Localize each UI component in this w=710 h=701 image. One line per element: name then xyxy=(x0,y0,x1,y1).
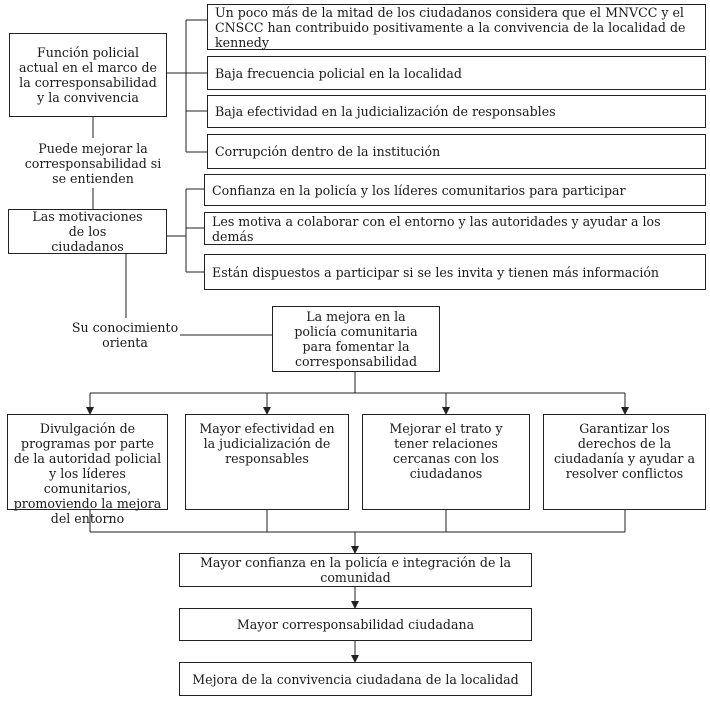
finding-box: Baja efectividad en la judicialización d… xyxy=(207,95,706,128)
motivations-box-text: Las motivaciones de los ciudadanos xyxy=(32,209,143,254)
motivation-text: Les motiva a colaborar con el entorno y … xyxy=(212,213,661,244)
central-box: La mejora en la policía comunitaria para… xyxy=(272,306,440,372)
motivations-box: Las motivaciones de los ciudadanos xyxy=(8,209,167,254)
outcome-convivencia-box: Mejora de la convivencia ciudadana de la… xyxy=(179,662,532,696)
finding-box: Corrupción dentro de la institución xyxy=(207,134,706,169)
function-box-text: Función policial actual en el marco de l… xyxy=(19,45,157,105)
proposal-text: Mayor efectividad en la judicialización … xyxy=(199,421,335,466)
proposal-text: Garantizar los derechos de la ciudadanía… xyxy=(554,421,695,481)
motivation-box: Están dispuestos a participar si se les … xyxy=(204,254,706,290)
proposal-text: Mejorar el trato y tener relaciones cerc… xyxy=(389,421,503,481)
proposal-text: Divulgación de programas por parte de la… xyxy=(13,421,162,526)
function-box: Función policial actual en el marco de l… xyxy=(9,33,167,117)
central-box-text: La mejora en la policía comunitaria para… xyxy=(294,309,418,369)
outcome-confianza-box: Mayor confianza en la policía e integrac… xyxy=(179,553,532,587)
motivation-text: Confianza en la policía y los líderes co… xyxy=(212,182,626,198)
outcome-text: Mejora de la convivencia ciudadana de la… xyxy=(192,671,519,687)
motivation-box: Les motiva a colaborar con el entorno y … xyxy=(204,212,706,245)
proposal-box: Garantizar los derechos de la ciudadanía… xyxy=(543,414,706,510)
proposal-box: Mayor efectividad en la judicialización … xyxy=(185,414,349,510)
finding-box: Baja frecuencia policial en la localidad xyxy=(207,56,706,90)
outcome-text: Mayor corresponsabilidad ciudadana xyxy=(236,617,475,632)
proposal-box: Divulgación de programas por parte de la… xyxy=(7,414,168,526)
outcome-text: Mayor confianza en la policía e integrac… xyxy=(200,555,511,585)
motivation-text: Están dispuestos a participar si se les … xyxy=(212,264,660,280)
connector-label-su-conocimiento: Su conocimiento orienta xyxy=(70,318,180,352)
finding-text: Corrupción dentro de la institución xyxy=(215,144,441,159)
finding-text: Un poco más de la mitad de los ciudadano… xyxy=(215,4,686,50)
proposal-box: Mejorar el trato y tener relaciones cerc… xyxy=(362,414,530,510)
finding-text: Baja frecuencia policial en la localidad xyxy=(215,65,462,81)
connector-label-puede-mejorar: Puede mejorar la corresponsabilidad si s… xyxy=(18,138,168,188)
finding-box: Un poco más de la mitad de los ciudadano… xyxy=(207,4,706,50)
finding-text: Baja efectividad en la judicialización d… xyxy=(215,104,556,119)
motivation-box: Confianza en la policía y los líderes co… xyxy=(204,174,706,206)
outcome-corresponsabilidad-box: Mayor corresponsabilidad ciudadana xyxy=(179,608,532,641)
